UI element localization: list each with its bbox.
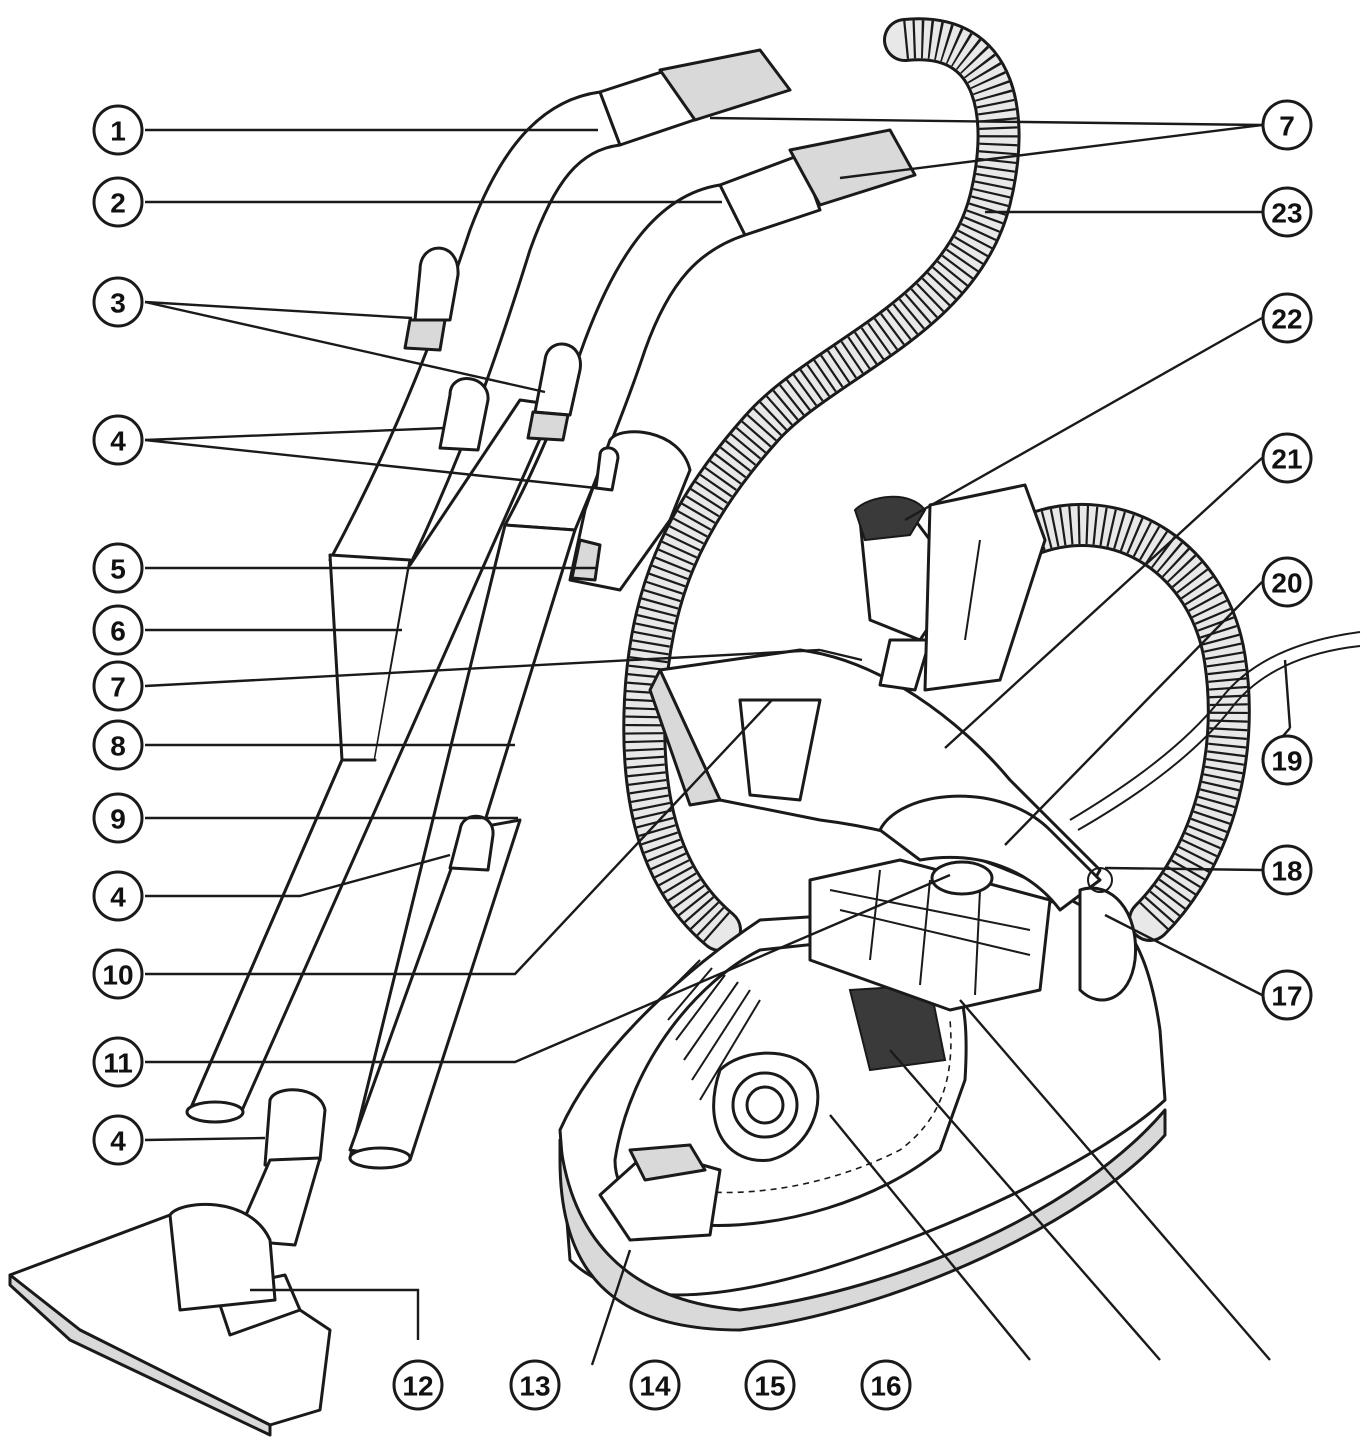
callout-9: 9 [92,792,144,844]
cleaner-body [558,648,1167,1332]
floor-nozzle [8,1088,332,1437]
svg-text:4: 4 [110,426,126,457]
svg-text:8: 8 [110,731,126,762]
callout-18: 18 [1261,844,1313,896]
svg-text:1: 1 [110,116,126,147]
carrying-handle [878,794,1102,912]
svg-text:15: 15 [754,1371,785,1402]
svg-text:13: 13 [519,1371,550,1402]
callout-10: 10 [92,948,144,1000]
svg-text:6: 6 [110,616,126,647]
callout-13: 13 [509,1359,561,1411]
callouts: 1 2 3 4 5 6 7 8 9 4 10 11 4 12 13 14 15 … [92,99,1313,1411]
callout-16: 16 [860,1359,912,1411]
dusting-brush-accessory [853,483,1047,692]
svg-text:12: 12 [402,1371,433,1402]
power-cord [1069,631,1361,821]
callout-12: 12 [392,1359,444,1411]
svg-text:19: 19 [1271,746,1302,777]
callout-11: 11 [92,1036,144,1088]
svg-text:16: 16 [870,1371,901,1402]
svg-text:9: 9 [110,804,126,835]
leader-lines [144,116,1292,1366]
svg-text:20: 20 [1271,568,1302,599]
svg-text:11: 11 [103,1048,133,1079]
motor-filter-grille [659,959,761,1101]
callout-4-middle: 4 [92,870,144,922]
callout-3: 3 [92,276,144,328]
callout-5: 5 [92,542,144,594]
svg-text:5: 5 [110,554,126,585]
svg-text:23: 23 [1271,198,1302,229]
svg-text:3: 3 [110,288,126,319]
hose-loop [1008,503,1251,942]
callout-7-right: 7 [1261,99,1313,151]
dustbag-indicator [930,860,994,896]
callout-6: 6 [92,604,144,656]
callout-4-lower: 4 [92,1114,144,1166]
svg-text:14: 14 [639,1371,671,1402]
telescopic-wand-left [185,48,792,1124]
callout-15: 15 [744,1359,796,1411]
callout-7-left: 7 [92,660,144,712]
svg-text:7: 7 [1279,111,1295,142]
callout-23: 23 [1261,186,1313,238]
svg-text:18: 18 [1271,856,1302,887]
callout-8: 8 [92,719,144,771]
callout-17: 17 [1261,969,1313,1021]
suction-hose [622,17,1021,952]
svg-text:4: 4 [110,882,126,913]
svg-text:21: 21 [1271,444,1302,475]
svg-text:10: 10 [102,960,133,991]
telescopic-wand-right [348,128,917,1170]
callout-22: 22 [1261,292,1313,344]
svg-text:4: 4 [110,1126,126,1157]
callout-20: 20 [1261,556,1313,608]
svg-text:2: 2 [110,188,126,219]
svg-text:22: 22 [1271,304,1302,335]
hose-handle-grip [568,430,692,592]
svg-text:7: 7 [110,672,126,703]
callout-19: 19 [1261,734,1313,786]
callout-14: 14 [629,1359,681,1411]
svg-text:17: 17 [1271,981,1302,1012]
callout-21: 21 [1261,432,1313,484]
callout-4-upper: 4 [92,414,144,466]
callout-1: 1 [92,104,144,156]
callout-2: 2 [92,176,144,228]
